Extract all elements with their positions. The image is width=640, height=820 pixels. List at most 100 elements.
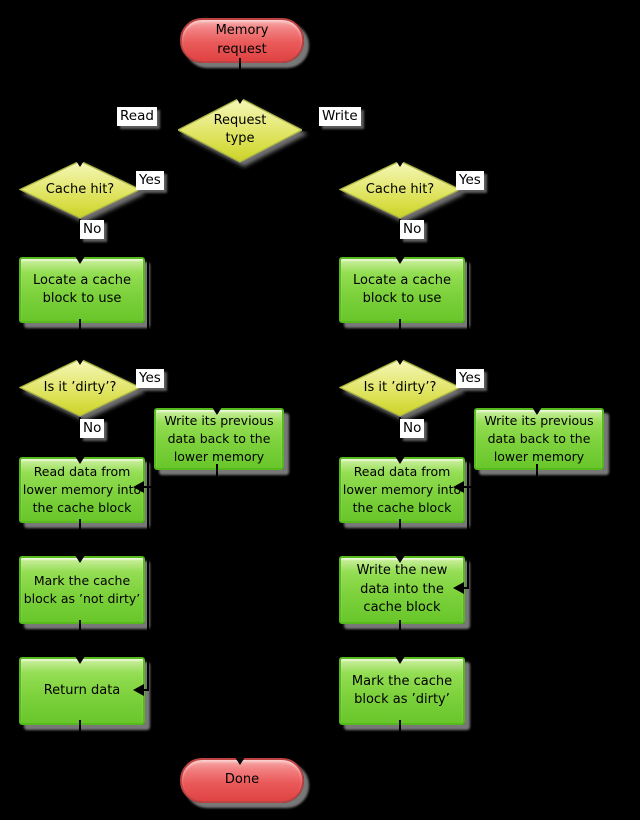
node-return-data: Return data <box>19 657 145 725</box>
connector-line <box>79 319 81 360</box>
node-label: Return data <box>43 682 121 698</box>
arrowhead-left <box>133 481 144 493</box>
arrowhead-down <box>393 552 407 563</box>
node-is-dirty-write: Is it ’dirty’? <box>339 358 461 417</box>
connector-line <box>399 219 401 259</box>
edge-label-no-is-dirty-write: No <box>400 419 425 438</box>
node-label: Read data from lower memory into the cac… <box>22 464 142 515</box>
node-label: Done <box>224 772 260 788</box>
connector-line <box>79 738 241 740</box>
node-write-new-data: Write the new data into the cache block <box>339 556 465 624</box>
diamond-shape <box>339 358 461 417</box>
node-memory-request: Memory request <box>180 18 304 63</box>
node-locate-block-read: Locate a cache block to use <box>19 257 145 323</box>
edge-label-yes-is-dirty-write: Yes <box>456 369 484 388</box>
node-read-lower-write: Read data from lower memory into the cac… <box>339 457 465 523</box>
arrowhead-down <box>73 453 87 464</box>
connector-line <box>80 129 178 131</box>
connector-line <box>79 519 81 557</box>
edge-label-read: Read <box>117 107 157 126</box>
arrowhead-down <box>393 354 407 365</box>
connector-line <box>79 417 81 459</box>
connector-line <box>79 129 81 162</box>
node-label: Request type <box>213 113 267 146</box>
arrowhead-left <box>133 684 144 696</box>
edge-label-yes-is-dirty-read: Yes <box>136 369 164 388</box>
node-write-back-read: Write its previous data back to the lowe… <box>154 408 284 470</box>
connector-line <box>536 387 538 410</box>
arrowhead-down <box>393 453 407 464</box>
arrowhead-down <box>210 404 224 415</box>
connector-line <box>467 229 469 589</box>
edge-label-write: Write <box>319 107 361 126</box>
diamond-shape <box>19 358 141 417</box>
node-label: Locate a cache block to use <box>353 272 451 306</box>
arrowhead-down <box>73 552 87 563</box>
connector-line <box>240 738 401 740</box>
connector-line <box>302 129 400 131</box>
node-label: Mark the cache block as ’not dirty’ <box>23 573 141 606</box>
edge-label-yes-cache-hit-read: Yes <box>136 171 164 190</box>
connector-line <box>461 587 469 589</box>
connector-line <box>487 189 489 231</box>
connector-line <box>141 486 217 488</box>
connector-line <box>79 620 81 658</box>
arrowhead-down <box>73 253 87 264</box>
node-label: Locate a cache block to use <box>33 272 131 306</box>
edge-label-yes-cache-hit-write: Yes <box>456 171 484 190</box>
arrowhead-down <box>73 156 87 167</box>
connector-line <box>216 464 218 488</box>
node-label: Read data from lower memory into the cac… <box>342 464 462 515</box>
connector-line <box>399 620 401 658</box>
connector-line <box>147 229 149 691</box>
node-label: Write the new data into the cache block <box>356 563 448 616</box>
arrowhead-left <box>453 481 464 493</box>
connector-line <box>399 720 401 740</box>
diamond-shape <box>19 160 141 219</box>
edge-label-no-cache-hit-read: No <box>80 220 105 239</box>
connector-line <box>461 486 537 488</box>
connector-line <box>141 189 169 191</box>
node-label: Memory request <box>215 23 269 57</box>
arrowhead-down <box>233 754 247 765</box>
connector-line <box>399 129 401 162</box>
arrowhead-down <box>393 653 407 664</box>
connector-line <box>141 689 149 691</box>
connector-line <box>399 417 401 459</box>
node-request-type: Request type <box>177 97 303 163</box>
connector-line <box>399 519 401 557</box>
connector-line <box>461 189 489 191</box>
connector-line <box>167 189 169 231</box>
connector-line <box>239 58 241 98</box>
node-read-lower-read: Read data from lower memory into the cac… <box>19 457 145 523</box>
connector-line <box>467 229 489 231</box>
connector-line <box>239 738 241 760</box>
node-is-dirty-read: Is it ’dirty’? <box>19 358 141 417</box>
node-mark-dirty: Mark the cache block as ’dirty’ <box>339 657 465 725</box>
node-write-back-write: Write its previous data back to the lowe… <box>474 408 604 470</box>
node-mark-not-dirty: Mark the cache block as ’not dirty’ <box>19 556 145 624</box>
connector-line <box>536 464 538 488</box>
node-cache-hit-read: Cache hit? <box>19 160 141 219</box>
arrowhead-down <box>73 653 87 664</box>
node-locate-block-write: Locate a cache block to use <box>339 257 465 323</box>
diamond-shape <box>177 97 303 163</box>
arrowhead-down <box>393 253 407 264</box>
node-label: Is it ’dirty’? <box>43 379 117 395</box>
node-cache-hit-write: Cache hit? <box>339 160 461 219</box>
node-label: Write its previous data back to the lowe… <box>164 413 274 464</box>
connector-line <box>399 319 401 360</box>
arrowhead-down <box>233 93 247 104</box>
node-label: Is it ’dirty’? <box>363 379 437 395</box>
node-label: Cache hit? <box>365 181 435 197</box>
connector-line <box>140 387 218 389</box>
connector-line <box>79 720 81 740</box>
node-label: Mark the cache block as ’dirty’ <box>351 673 453 707</box>
connector-line <box>464 387 538 389</box>
connector-line <box>147 229 169 231</box>
node-label: Write its previous data back to the lowe… <box>484 413 594 464</box>
arrowhead-down <box>530 404 544 415</box>
diamond-shape <box>339 160 461 219</box>
edge-label-no-is-dirty-read: No <box>80 419 105 438</box>
